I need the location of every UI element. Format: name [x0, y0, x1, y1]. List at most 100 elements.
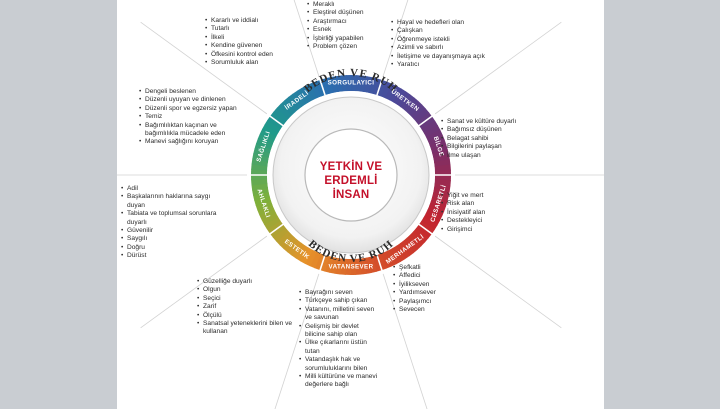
ring-separator: [417, 114, 434, 127]
ring-separator: [375, 253, 383, 272]
ring-slice: [270, 111, 287, 126]
list-bilge: Sanat ve kültüre duyarlı Bağımsız düşüne…: [441, 118, 516, 160]
divider-ray: [382, 273, 428, 409]
ring-slice: [266, 220, 284, 234]
ring-slice: [434, 164, 451, 172]
ring-slice: [418, 220, 435, 235]
ring-slice: [388, 247, 401, 265]
list-item: İnisiyatif alan: [441, 209, 485, 218]
ring-slice: [393, 88, 407, 106]
list-item: İyilikseven: [393, 281, 436, 290]
list-item: Hayal ve hedefleri olan: [391, 19, 491, 28]
ring-slice: [376, 79, 388, 97]
ring-slice: [412, 227, 429, 243]
ring-slice: [255, 138, 273, 150]
ring-slice: [291, 242, 306, 259]
ring-slice: [349, 258, 357, 275]
list-item: Ülke çıkarlarını üstün tutan: [299, 339, 379, 356]
list-item: Vatanını, milletini seven ve savunan: [299, 306, 379, 323]
list-item: Paylaşımcı: [393, 298, 436, 307]
ring-slice: [255, 200, 273, 211]
list-item: Araştırmacı: [307, 18, 364, 27]
ring-slice: [329, 256, 338, 274]
values-wheel: BEDEN VE RUH BEDEN VE RUH SORGULAYICIÜRE…: [117, 0, 604, 409]
ring-slice: [263, 216, 281, 230]
list-item: Girişimci: [441, 226, 485, 235]
ring-slice: [324, 255, 334, 273]
ring-slice: [279, 233, 295, 250]
list-item: Sorumluluk alan: [205, 59, 273, 68]
list-item: Bağımsız düşünen: [441, 126, 516, 135]
list-item: Güzelliğe duyarlı: [197, 278, 293, 287]
list-item: Esnek: [307, 26, 364, 35]
list-item: Bayrağını seven: [299, 289, 379, 298]
ring-separator: [375, 78, 383, 97]
list-item: Adil: [121, 185, 221, 194]
ring-slice: [409, 231, 426, 247]
list-uretken: Hayal ve hedefleri olan Çalışkan Öğrenme…: [391, 19, 491, 70]
ring-slice: [392, 245, 406, 263]
list-item: Problem çözen: [307, 43, 364, 52]
ring-slice: [418, 116, 436, 130]
list-item: Çalışkan: [391, 27, 491, 36]
list-item: Olgun: [197, 286, 293, 295]
ring-slice: [416, 112, 433, 127]
divider-ray: [434, 235, 562, 329]
list-item: İlkeli: [205, 34, 273, 43]
list-merhametli: Şefkatli Affedici İyilikseven Yardımseve…: [393, 264, 436, 315]
list-item: Bilgilerini paylaşan: [441, 143, 516, 152]
ring-slice: [292, 90, 306, 108]
list-item: İlme ulaşan: [441, 152, 516, 161]
list-estetik: Güzelliğe duyarlı Olgun Seçici Zarif Ölç…: [197, 278, 293, 337]
ring-slice: [400, 94, 415, 111]
ring-separator: [319, 253, 327, 272]
list-item: Sevecen: [393, 306, 436, 315]
ring-slice: [253, 148, 271, 158]
divider-ray: [434, 21, 562, 115]
divider-ray: [140, 21, 268, 115]
ring-slice: [403, 237, 418, 254]
list-item: Zarif: [197, 303, 293, 312]
ring-slice: [288, 93, 303, 110]
ring-slice: [385, 83, 398, 101]
ring-slice: [267, 115, 284, 130]
ring-slice: [300, 247, 313, 265]
ring-slice: [252, 153, 270, 162]
ring-slice: [275, 230, 292, 246]
list-item: Temiz: [139, 113, 237, 122]
list-item: Öğrenmeye istekli: [391, 36, 491, 45]
list-item: Saygılı: [121, 235, 221, 244]
list-item: Dengeli beslenen: [139, 88, 237, 97]
ring-separator: [417, 223, 434, 236]
list-item: Yardımsever: [393, 289, 436, 298]
center-title: YETKİN VE ERDEMLİ İNSAN: [301, 160, 401, 202]
ring-slice: [396, 91, 411, 108]
center-title-line-3: İNSAN: [332, 189, 370, 201]
list-item: İşbirliği yapabilen: [307, 35, 364, 44]
list-item: Risk alan: [441, 200, 485, 209]
list-item: Türkçeye sahip çıkan: [299, 297, 379, 306]
ring-slice: [364, 76, 373, 94]
ring-slice: [420, 217, 438, 231]
ring-slice: [423, 213, 441, 226]
ring-slice: [345, 75, 353, 92]
center-title-line-2: ERDEMLİ: [324, 175, 378, 187]
ring-slice: [425, 209, 443, 222]
ring-slice: [389, 85, 402, 103]
ring-slice: [381, 81, 393, 99]
ring-slice: [315, 79, 326, 97]
list-iradeli: Kararlı ve iddialı Tutarlı İlkeli Kendin…: [205, 17, 273, 68]
list-item: Başkalarının haklarına saygı duyan: [121, 193, 221, 210]
list-item: Yaratıcı: [391, 61, 491, 70]
ring-slice: [421, 120, 439, 134]
list-item: Seçici: [197, 295, 293, 304]
ring-separator: [268, 114, 285, 127]
ring-slice: [259, 208, 277, 221]
ring-slice: [269, 223, 286, 238]
ring-label-sorgulayici: SORGULAYICI: [328, 80, 375, 87]
left-background-bar: [0, 0, 117, 409]
center-disc: [304, 128, 398, 222]
ring-slice: [423, 125, 441, 138]
ring-slice: [425, 129, 443, 142]
